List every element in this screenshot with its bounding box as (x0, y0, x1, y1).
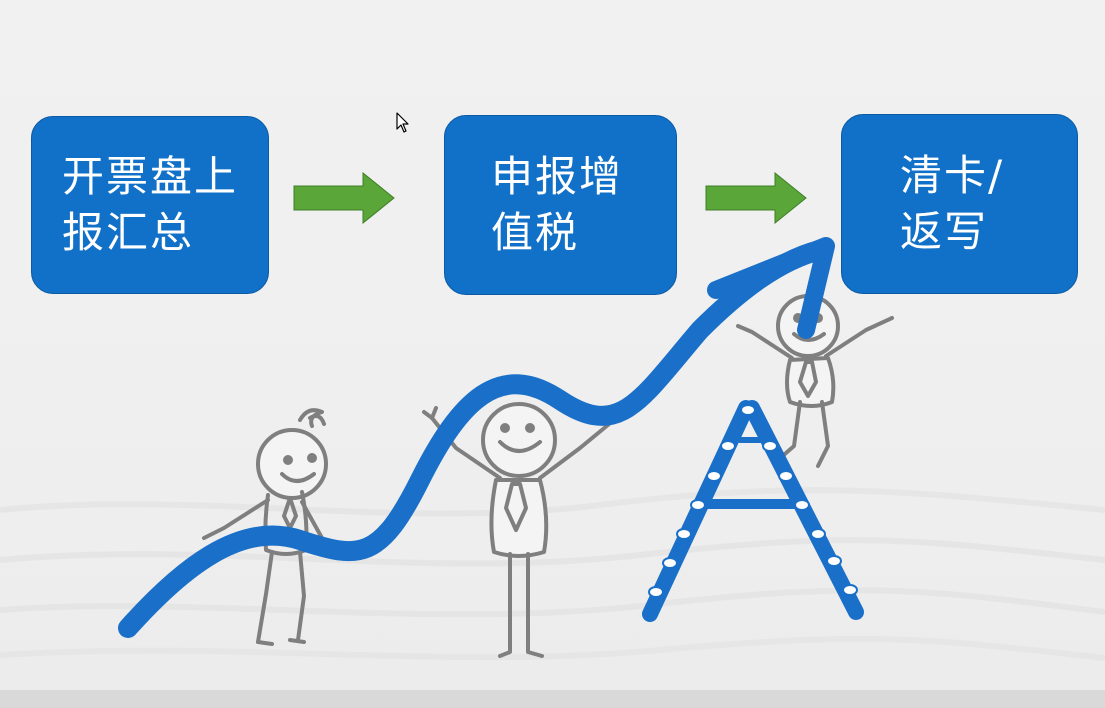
step-label-2: 申报增 值税 (491, 152, 624, 257)
step-box-3: 清卡/ 返写 (841, 114, 1078, 294)
step-label-3: 清卡/ 返写 (900, 151, 1005, 256)
step-label-1: 开票盘上 报汇总 (62, 152, 239, 257)
right-arrow-icon (705, 172, 807, 224)
bottom-band (0, 690, 1105, 708)
growth-illustration (0, 237, 1105, 661)
ladder (642, 400, 864, 622)
background-texture (0, 487, 1105, 661)
growth-curve (118, 237, 835, 638)
step-box-2: 申报增 值税 (444, 115, 677, 295)
slide-canvas: 开票盘上 报汇总 申报增 值税 清卡/ 返写 (0, 0, 1105, 690)
step-box-1: 开票盘上 报汇总 (31, 116, 269, 294)
mouse-pointer-icon (396, 112, 409, 133)
right-arrow-icon (293, 172, 395, 224)
